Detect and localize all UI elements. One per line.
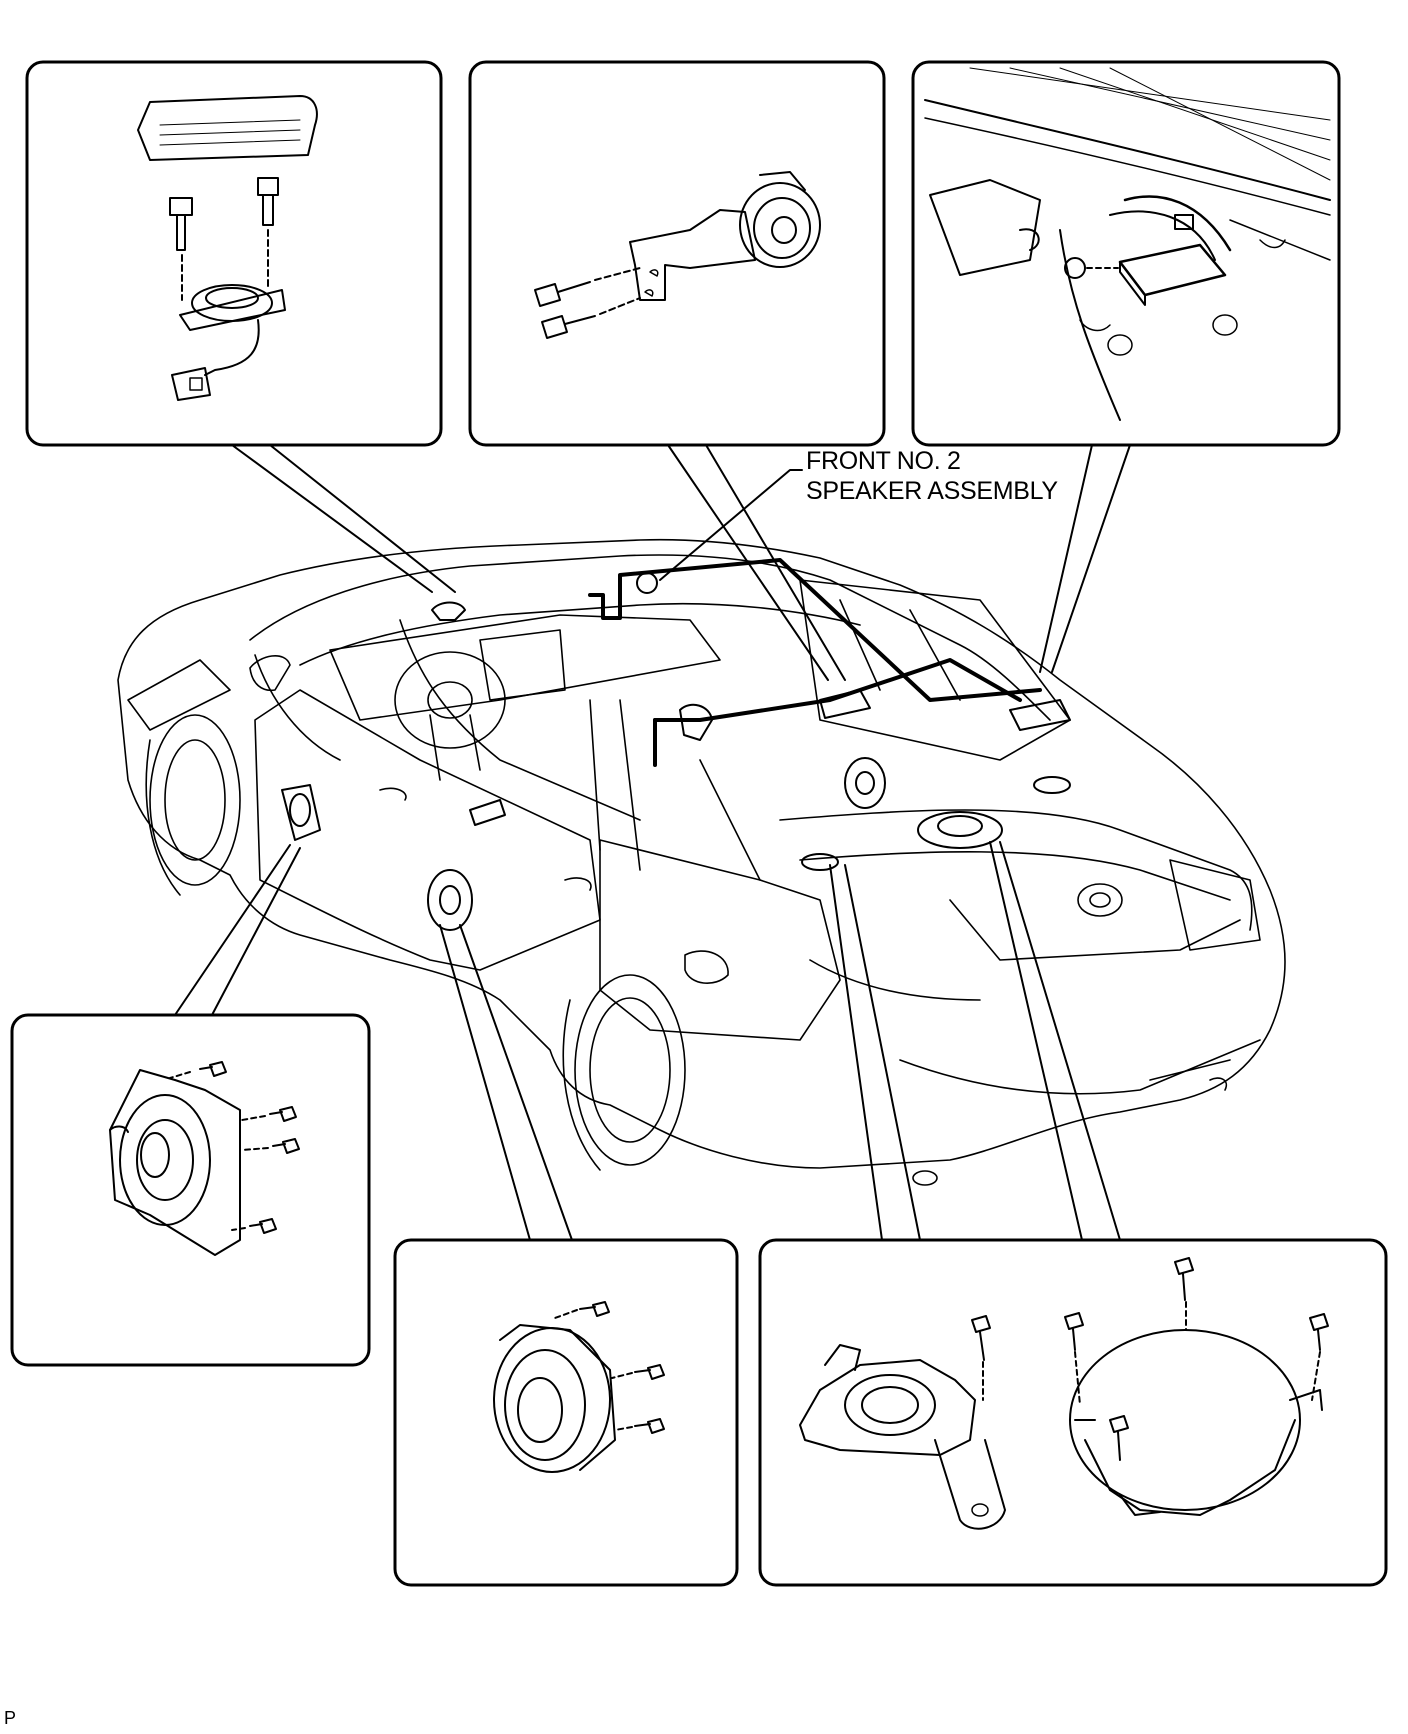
front-no2-speaker-label: FRONT NO. 2 SPEAKER ASSEMBLY	[806, 446, 1058, 506]
footer-code: P	[4, 1708, 17, 1728]
detail-panel-pillar-speaker	[468, 60, 886, 447]
wire-harness	[588, 558, 1042, 767]
leader-lines	[174, 444, 1131, 1241]
detail-panel-rear-speakers	[758, 1238, 1388, 1587]
detail-panel-tweeter	[25, 60, 443, 447]
vehicle-outline	[117, 538, 1286, 1186]
detail-panel-amplifier	[911, 60, 1341, 447]
callout-line-2: SPEAKER ASSEMBLY	[806, 477, 1058, 505]
detail-panel-front-door-speaker	[10, 1013, 371, 1367]
callout-line-1: FRONT NO. 2	[806, 447, 961, 475]
speaker-marks	[281, 572, 1071, 931]
detail-panel-rear-door-speaker	[393, 1238, 739, 1587]
